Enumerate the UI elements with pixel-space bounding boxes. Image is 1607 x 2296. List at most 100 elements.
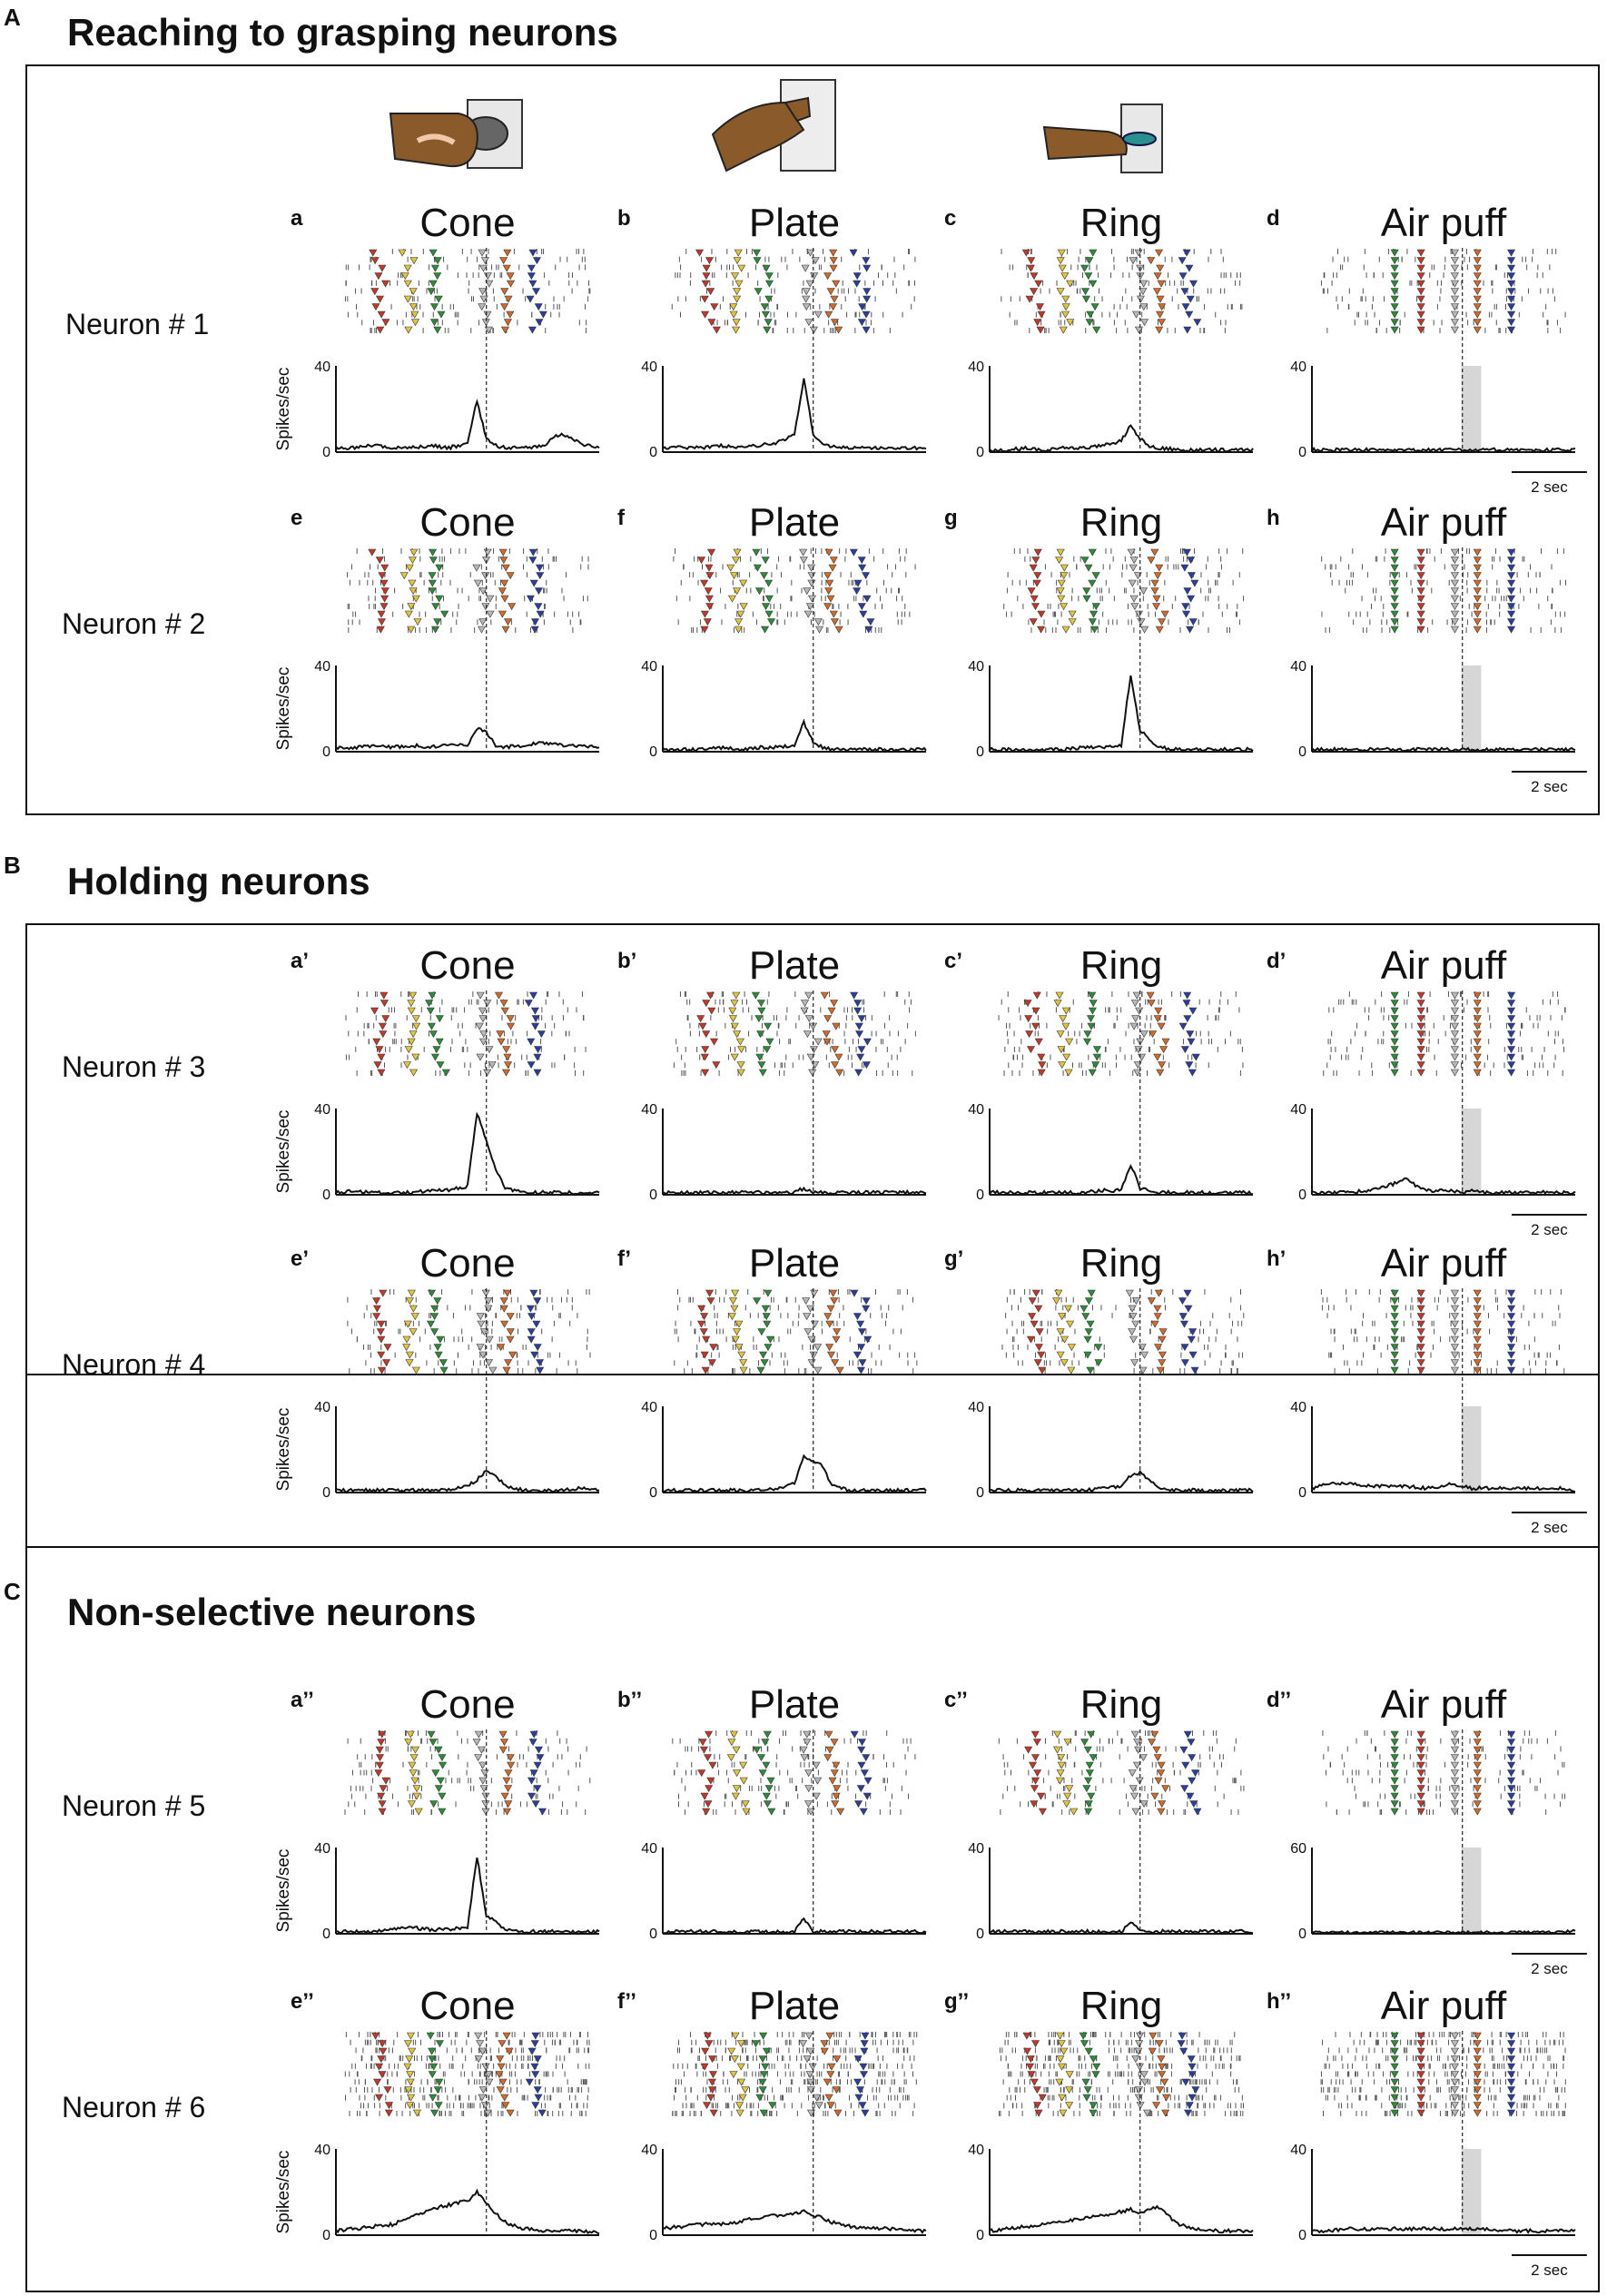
event-marker (1390, 1000, 1399, 1008)
stimulus-window (1461, 1848, 1482, 1934)
event-marker (1084, 1808, 1093, 1816)
event-marker (830, 1769, 839, 1778)
event-marker (497, 1038, 506, 1046)
event-marker (832, 280, 841, 288)
event-marker (1034, 280, 1043, 288)
event-marker (764, 319, 773, 327)
event-marker (1023, 1000, 1032, 1008)
event-marker (732, 319, 741, 327)
event-marker (762, 1792, 771, 1800)
event-marker (412, 1022, 421, 1030)
event-marker (1473, 257, 1482, 265)
event-marker (1186, 1030, 1195, 1039)
panel-id: c’’ (944, 1688, 968, 1712)
event-marker (531, 1015, 540, 1023)
event-marker (1157, 1808, 1166, 1816)
panel-id: f’ (617, 1247, 631, 1271)
event-marker (534, 303, 543, 311)
event-marker (1473, 991, 1482, 1000)
event-marker (506, 280, 516, 288)
event-marker (753, 257, 762, 265)
event-marker (1150, 1730, 1159, 1739)
neuron-label: Neuron # 4 (62, 1348, 205, 1381)
event-marker (1390, 1061, 1399, 1069)
event-marker (762, 1313, 771, 1321)
event-marker (850, 991, 859, 1000)
event-marker (380, 564, 389, 572)
event-marker (1416, 1061, 1425, 1069)
event-marker (1473, 1022, 1482, 1030)
event-marker (1056, 288, 1065, 296)
event-marker (1450, 1366, 1459, 1375)
event-marker (1193, 319, 1202, 327)
event-marker (1084, 1800, 1093, 1808)
raster (673, 991, 916, 1077)
event-marker (1450, 1061, 1459, 1069)
event-marker (1416, 1022, 1425, 1030)
event-marker (1473, 626, 1482, 634)
event-marker (1473, 1359, 1482, 1367)
event-marker (500, 326, 509, 334)
event-marker (1089, 1000, 1098, 1008)
event-marker (822, 1030, 831, 1039)
event-marker (807, 1359, 816, 1367)
event-marker (377, 1053, 386, 1061)
event-marker (1416, 1808, 1425, 1816)
event-marker (727, 1313, 736, 1321)
event-marker (439, 1761, 448, 1769)
event-marker (760, 1359, 769, 1367)
event-marker (1083, 1038, 1092, 1046)
event-marker (1507, 1359, 1516, 1367)
event-marker (760, 572, 769, 580)
event-marker (804, 1800, 813, 1808)
event-marker (375, 295, 385, 303)
event-marker (499, 1000, 508, 1008)
event-marker (478, 1015, 488, 1023)
event-marker (528, 249, 537, 257)
event-marker (700, 1792, 709, 1800)
event-marker (825, 1320, 834, 1328)
event-marker (1507, 618, 1516, 626)
event-marker (850, 1730, 859, 1739)
event-marker (476, 1053, 485, 1061)
event-marker (1086, 1015, 1095, 1023)
event-marker (1473, 1038, 1482, 1046)
event-marker (1473, 1289, 1482, 1297)
event-marker (1030, 1754, 1040, 1762)
event-marker (536, 1366, 545, 1375)
event-marker (1416, 1297, 1425, 1306)
event-marker (853, 1000, 863, 1008)
event-marker (854, 1022, 863, 1030)
event-marker (707, 1007, 716, 1015)
event-marker (506, 272, 515, 281)
event-marker (403, 1320, 412, 1328)
y-tick-max: 40 (1290, 659, 1306, 675)
y-tick-max: 40 (968, 1841, 984, 1857)
event-marker (500, 1007, 509, 1015)
y-tick-max: 40 (314, 360, 330, 375)
event-marker (503, 1053, 512, 1061)
event-marker (1153, 288, 1162, 296)
event-marker (483, 1069, 492, 1077)
event-marker (1056, 548, 1065, 557)
event-marker (704, 1800, 713, 1808)
y-tick-max: 40 (314, 1400, 330, 1415)
event-marker (800, 1007, 809, 1015)
event-marker (1033, 1359, 1042, 1367)
event-marker (1131, 310, 1141, 319)
event-marker (1130, 1359, 1139, 1367)
event-marker (812, 1761, 821, 1769)
event-marker (1507, 548, 1516, 557)
event-marker (380, 991, 389, 1000)
condition-title: Ring (1080, 201, 1163, 245)
event-marker (1180, 1785, 1189, 1793)
event-marker (1021, 249, 1030, 257)
event-marker (377, 1366, 387, 1375)
event-marker (1178, 1297, 1187, 1306)
event-marker (534, 1046, 543, 1054)
raster (344, 1730, 591, 1816)
condition-title: Air puff (1381, 1241, 1507, 1286)
